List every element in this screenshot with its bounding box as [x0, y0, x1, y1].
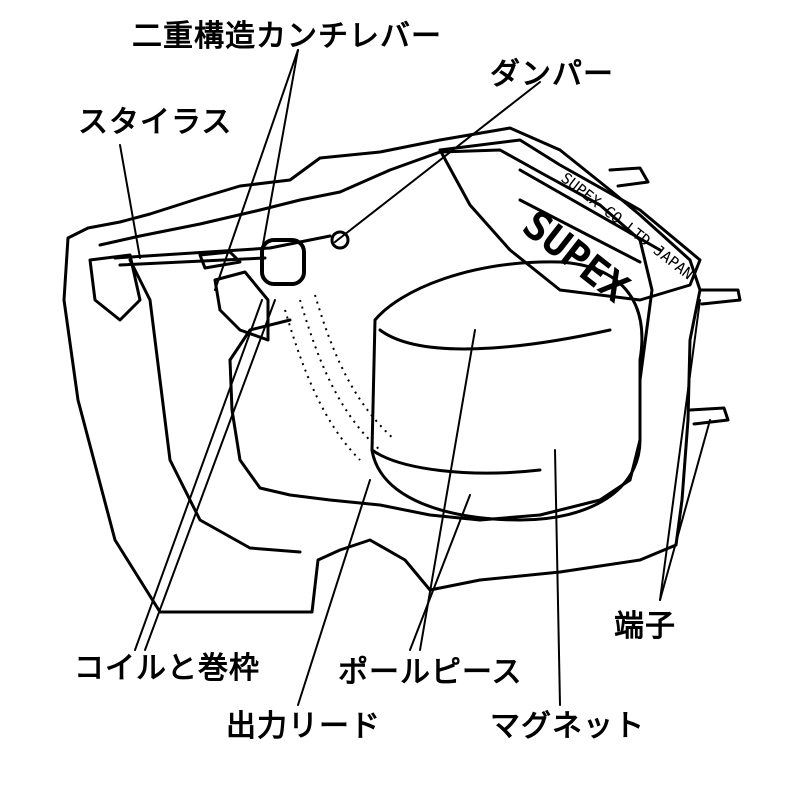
label-damper: ダンパー — [490, 57, 614, 92]
coil-winding — [284, 294, 396, 461]
cantilever — [113, 234, 332, 260]
top-plate — [438, 138, 702, 302]
label-stylus: スタイラス — [78, 105, 233, 140]
label-magnet: マグネット — [490, 709, 645, 744]
damper-ring — [330, 230, 350, 250]
label-coil-bobbin: コイルと巻枠 — [74, 651, 260, 686]
magnet-shell — [370, 260, 644, 522]
label-double-cantilever: 二重構造カンチレバー — [132, 19, 442, 54]
coil-bobbin — [260, 238, 306, 286]
label-output-lead: 出力リード — [226, 709, 381, 744]
terminal-pins — [608, 166, 742, 426]
label-terminal: 端子 — [614, 609, 676, 644]
label-pole-piece: ポールピース — [338, 655, 523, 690]
